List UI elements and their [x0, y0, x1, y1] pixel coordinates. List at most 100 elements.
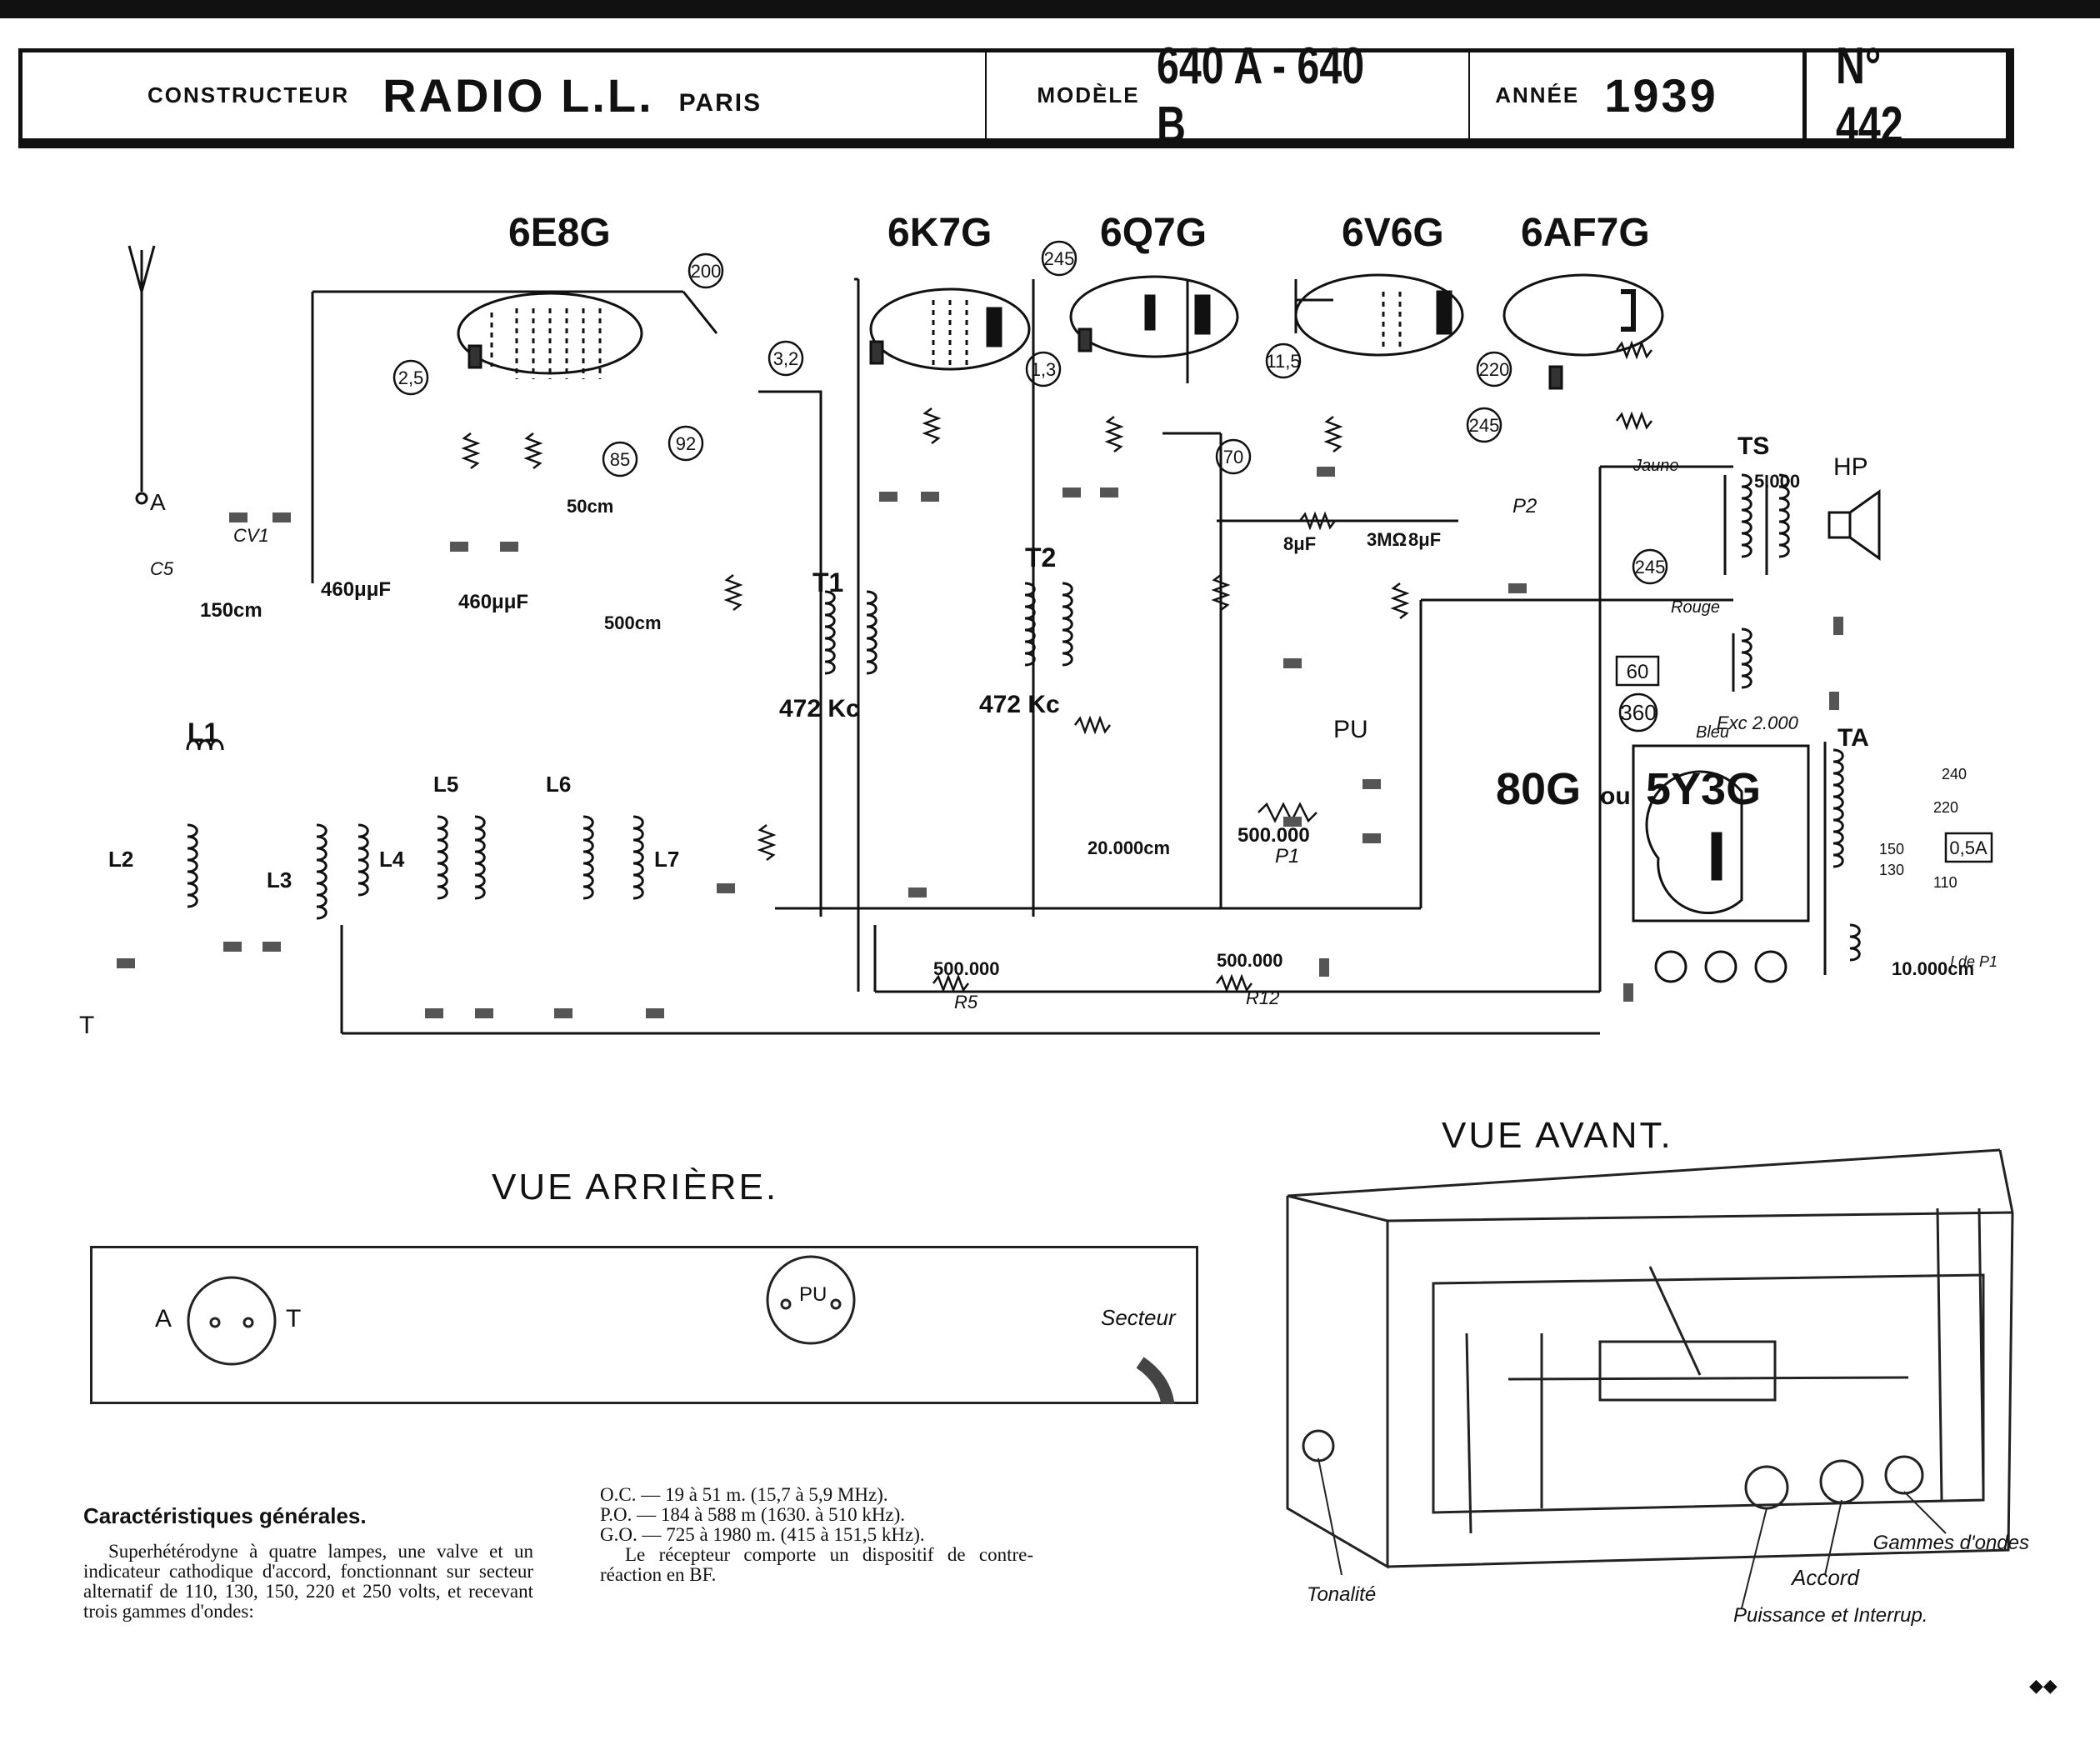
if-transformer-label: T2: [1025, 542, 1056, 572]
top-black-bar: [0, 0, 2100, 18]
annee-value: 1939: [1604, 69, 1718, 122]
ta-taps: 240 220 150 130 110: [1879, 766, 1967, 891]
capacitor-value: 10.000cm: [1892, 958, 1974, 979]
pu-socket[interactable]: [766, 1255, 856, 1345]
ground-symbols: [117, 467, 1843, 1018]
resistor-value: 500.000: [1217, 950, 1283, 971]
rectifier-alt: 5Y3G: [1646, 764, 1761, 814]
voltage-value: 11,5: [1266, 351, 1300, 372]
capacitor-value: 150cm: [200, 599, 262, 622]
tube-label-6k7g: 6K7G: [888, 211, 992, 255]
dial-window: [1432, 1273, 1985, 1514]
front-view-drawing: [1286, 1148, 2014, 1609]
leader-lines: [1318, 1458, 1947, 1609]
mains-cable: [1136, 1357, 1175, 1404]
voltage-value: 220: [1479, 359, 1510, 380]
tube-label-6q7g: 6Q7G: [1100, 211, 1207, 255]
socket-hole: [209, 1317, 221, 1328]
if-transformer-label: T1: [812, 568, 843, 598]
tube-6q7g: [1069, 275, 1239, 358]
capacitor-ref: C5: [150, 558, 174, 579]
coil-label: L4: [379, 847, 405, 872]
annee-cell: ANNÉE 1939: [1470, 52, 1802, 138]
output-transformer-label: TS: [1738, 432, 1769, 460]
rear-panel: A T PU Secteur: [90, 1246, 1198, 1404]
pu-label: PU: [1333, 716, 1368, 743]
voltage-value: 3,2: [773, 348, 799, 369]
voltage-value: 85: [610, 449, 630, 470]
capacitor-value: 460μμF: [321, 578, 391, 601]
capacitor-value: 500cm: [604, 612, 662, 633]
label-gammes: Gammes d'ondes: [1872, 1532, 2029, 1554]
voltage-circle: [1025, 351, 1062, 388]
wave-bands: O.C. — 19 à 51 m. (15,7 à 5,9 MHz). P.O.…: [600, 1485, 1033, 1585]
tube-6k7g: [869, 288, 1031, 371]
if-transformer-freq: 472 Kc: [979, 691, 1060, 718]
tube-label-6af7g: 6AF7G: [1521, 211, 1650, 255]
knob-accord[interactable]: [1819, 1459, 1864, 1504]
pot-label: P1: [1275, 845, 1299, 868]
constructeur-label: CONSTRUCTEUR: [148, 82, 350, 108]
header-divider: [1802, 52, 1807, 138]
coil-label: L2: [108, 847, 133, 872]
antenna-label: A: [150, 489, 166, 515]
footer-mark: ◆◆: [2029, 1675, 2058, 1696]
antenna-ground-socket[interactable]: [187, 1276, 277, 1366]
capacitor-value: 50cm: [567, 496, 613, 517]
fuse-box: [1944, 832, 1993, 863]
ta-tap: 240: [1942, 766, 1967, 782]
resistor-group: [461, 340, 1652, 993]
ts-excitation: Exc 2.000: [1717, 712, 1799, 733]
annee-label: ANNÉE: [1495, 82, 1580, 108]
rectifier-label: 80G: [1496, 764, 1581, 814]
label-accord: Accord: [1792, 1565, 1859, 1590]
knob-tonalite[interactable]: [1302, 1429, 1335, 1462]
capacitor-value: 20.000cm: [1088, 838, 1170, 858]
socket-hole: [780, 1298, 792, 1310]
voltage-circle: [1215, 438, 1252, 475]
tube-6e8g: [457, 292, 643, 379]
socket-hole: [242, 1317, 254, 1328]
power-transformer-label: TA: [1838, 724, 1869, 752]
voltage-value: 1,3: [1031, 359, 1057, 380]
fuse-value: 0,5A: [1949, 838, 1988, 858]
secteur-label: Secteur: [1101, 1305, 1176, 1330]
caracteristiques-title: Caractéristiques générales.: [83, 1503, 367, 1528]
voltage-circle: [602, 441, 638, 478]
knob-gammes[interactable]: [1884, 1455, 1924, 1495]
bus-wire: [311, 278, 1733, 1035]
knob-puissance[interactable]: [1744, 1465, 1789, 1510]
modele-value: 640 A - 640 B: [1156, 37, 1364, 154]
voltage-value: 2,5: [398, 368, 424, 388]
voltage-circle: [1632, 548, 1668, 585]
speaker-label: HP: [1833, 453, 1868, 481]
pilot-lamps: [1654, 950, 1788, 983]
ta-tap: 150: [1879, 841, 1904, 858]
voltage-circle: [1618, 692, 1658, 732]
cabinet-bar: [1936, 1208, 1985, 1501]
pot-value: 500.000: [1238, 824, 1310, 847]
coil-label: L7: [654, 847, 679, 872]
band-oc: O.C. — 19 à 51 m. (15,7 à 5,9 MHz).: [600, 1484, 888, 1505]
ta-tap: 130: [1879, 862, 1904, 878]
voltage-value: 245: [1469, 415, 1500, 436]
boxed-value: [1615, 655, 1660, 687]
constructeur-name: RADIO L.L.: [382, 69, 654, 122]
ta-tap: 110: [1933, 874, 1958, 891]
header-divider: [1468, 52, 1471, 138]
voltage-value: 200: [691, 261, 722, 282]
voltage-circle: [668, 425, 704, 462]
voltage-value: 92: [676, 433, 696, 454]
voltage-value: 245: [1635, 557, 1666, 578]
numero-value: N° 442: [1835, 37, 1903, 154]
capacitor-ref: CV1: [233, 525, 269, 546]
rectifier-or: ou: [1600, 782, 1631, 810]
ta-tap: 220: [1933, 799, 1958, 816]
pot-label: P2: [1512, 495, 1537, 518]
tube-6af7g: [1502, 273, 1664, 390]
tube-label-6v6g: 6V6G: [1342, 211, 1444, 255]
voltage-circle: [768, 340, 804, 377]
label-puissance: Puissance et Interrup.: [1733, 1604, 1928, 1627]
contre-reaction-note: Le récepteur comporte un dispositif de c…: [600, 1544, 1033, 1585]
coil-label: L1: [188, 718, 218, 748]
